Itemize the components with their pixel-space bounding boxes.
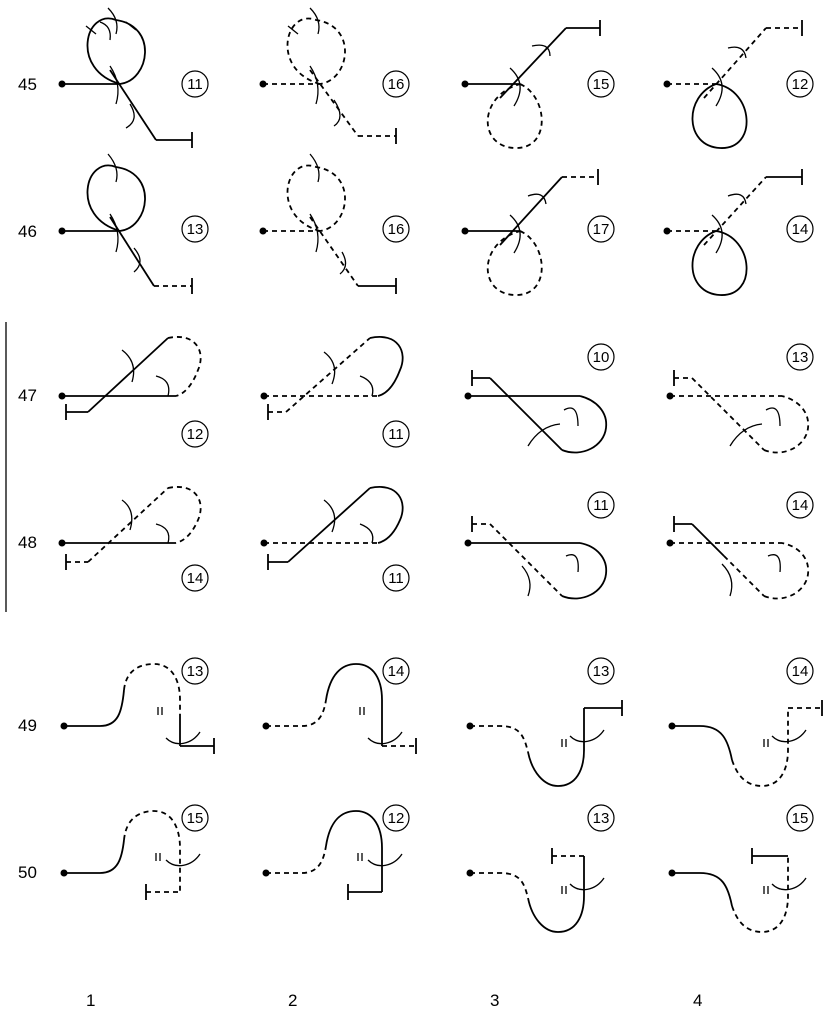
figure-cell-46-2 [259, 153, 397, 294]
figure-cell-49-4 [668, 700, 823, 787]
count-badge: 13 [587, 804, 615, 832]
row-label: 50 [18, 863, 37, 882]
count-badge: 11 [181, 70, 209, 98]
figure-cell-46-3 [461, 169, 599, 296]
count-badge: 13 [786, 343, 814, 371]
count-badge: 14 [382, 657, 410, 685]
svg-text:14: 14 [388, 663, 405, 680]
count-badge: 15 [786, 804, 814, 832]
count-badge: 14 [786, 657, 814, 685]
figure-cell-47-1 [58, 336, 202, 420]
svg-text:16: 16 [388, 76, 405, 93]
count-badge: 12 [382, 804, 410, 832]
figure-cell-48-4 [666, 516, 810, 600]
count-badge: 14 [786, 215, 814, 243]
svg-text:15: 15 [792, 810, 809, 827]
figure-cell-48-1 [58, 486, 202, 570]
count-badge: 11 [587, 491, 615, 519]
figure-cell-48-2 [260, 486, 404, 570]
count-badge: 10 [587, 343, 615, 371]
figure-cell-45-2 [259, 7, 397, 144]
svg-text:14: 14 [792, 663, 809, 680]
svg-text:11: 11 [388, 570, 404, 587]
row-label: 46 [18, 222, 37, 241]
figure-cell-49-1 [60, 663, 215, 754]
count-badge: 13 [181, 657, 209, 685]
figure-cell-47-2 [260, 336, 404, 420]
count-badge: 12 [786, 70, 814, 98]
count-badge: 13 [181, 215, 209, 243]
svg-text:13: 13 [187, 663, 204, 680]
count-badge: 11 [382, 564, 410, 592]
figure-cell-47-3 [464, 370, 608, 454]
figure-cell-45-1 [58, 7, 193, 148]
count-badge: 12 [181, 420, 209, 448]
svg-text:12: 12 [187, 426, 204, 443]
svg-text:12: 12 [792, 76, 809, 93]
svg-text:15: 15 [187, 810, 204, 827]
row-label: 49 [18, 716, 37, 735]
column-label: 4 [693, 991, 702, 1010]
figure-cell-50-1 [60, 810, 201, 900]
figure-cell-50-3 [466, 848, 605, 933]
figure-cell-48-3 [464, 516, 608, 600]
count-badge: 13 [587, 657, 615, 685]
svg-text:17: 17 [593, 221, 610, 238]
figure-cell-50-2 [262, 810, 403, 900]
svg-text:13: 13 [593, 663, 610, 680]
svg-text:13: 13 [593, 810, 610, 827]
count-badge: 15 [181, 804, 209, 832]
figure-cell-49-3 [466, 700, 623, 787]
svg-text:14: 14 [792, 221, 809, 238]
column-label: 1 [86, 991, 95, 1010]
figure-cell-45-3 [461, 20, 601, 149]
count-badge: 11 [382, 420, 410, 448]
svg-text:11: 11 [593, 497, 609, 514]
count-badge: 17 [587, 215, 615, 243]
count-badge: 16 [382, 70, 410, 98]
svg-text:14: 14 [187, 570, 204, 587]
svg-text:10: 10 [593, 349, 610, 366]
row-label: 47 [18, 386, 37, 405]
column-label: 2 [288, 991, 297, 1010]
figure-cell-45-4 [663, 20, 803, 149]
figure-cell-49-2 [262, 663, 417, 754]
count-badge: 15 [587, 70, 615, 98]
svg-text:13: 13 [187, 221, 204, 238]
figure-cell-47-4 [666, 370, 810, 454]
row-label: 45 [18, 75, 37, 94]
svg-text:16: 16 [388, 221, 405, 238]
figure-cell-46-4 [663, 169, 803, 296]
svg-text:15: 15 [593, 76, 610, 93]
svg-text:11: 11 [187, 76, 203, 93]
svg-text:11: 11 [388, 426, 404, 443]
count-badge: 14 [181, 564, 209, 592]
row-label: 48 [18, 533, 37, 552]
count-badge: 16 [382, 215, 410, 243]
figure-cell-50-4 [668, 848, 807, 933]
svg-text:14: 14 [792, 497, 809, 514]
column-label: 3 [490, 991, 499, 1010]
figure-cell-46-1 [58, 153, 193, 294]
svg-text:13: 13 [792, 349, 809, 366]
count-badge: 14 [786, 491, 814, 519]
svg-text:12: 12 [388, 810, 405, 827]
